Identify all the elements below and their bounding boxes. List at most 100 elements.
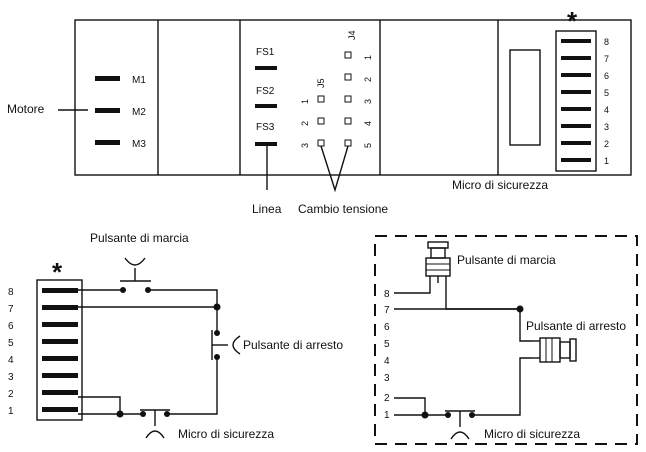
right-safety-micro-label: Micro di sicurezza: [484, 427, 580, 441]
top-terminal-4: 4: [604, 105, 609, 115]
top-terminal-7: 7: [604, 54, 609, 64]
left-wiring-diagram: * 8 7 6 5 4 3 2 1: [8, 231, 343, 441]
j4-pin-3: 3: [363, 99, 373, 104]
control-board: M1 M2 M3 Motore FS1 FS2 FS3 Linea J4 1 2…: [7, 6, 632, 216]
left-terminal-8: 8: [8, 287, 14, 298]
wire: [472, 357, 532, 416]
terminal-bar: [42, 322, 78, 327]
j4-pins: [344, 51, 352, 147]
right-wiring-diagram: 8 7 6 5 4 3 2 1 Pulsante di marcia: [374, 235, 638, 445]
left-start-button-symbol: [120, 257, 151, 293]
terminal-bar: [561, 73, 591, 77]
left-terminal-6: 6: [8, 321, 14, 332]
j4-pin: [344, 117, 352, 125]
left-terminal-3: 3: [8, 372, 14, 383]
left-safety-micro-symbol: [140, 409, 170, 439]
fuse-label-fs3: FS3: [256, 122, 275, 133]
terminal-bar: [561, 124, 591, 128]
left-terminal-bars: [42, 288, 78, 412]
wire: [445, 283, 520, 310]
top-terminal-5: 5: [604, 88, 609, 98]
motor-terminal-m1: M1: [132, 75, 146, 86]
right-terminal-1: 1: [384, 410, 390, 421]
right-safety-micro-symbol: [445, 410, 475, 440]
wire: [78, 306, 218, 333]
top-terminal-8: 8: [604, 37, 609, 47]
wire: [148, 289, 218, 307]
motor-terminal-m3: M3: [132, 139, 146, 150]
right-terminal-7: 7: [384, 305, 390, 316]
j5-pin-1: 1: [300, 99, 310, 104]
wire-junction: [421, 411, 429, 419]
terminal-bar: [42, 407, 78, 412]
j5-pin: [317, 95, 325, 103]
right-stop-button-label: Pulsante di arresto: [526, 319, 626, 333]
fuse-label-fs1: FS1: [256, 47, 275, 58]
terminal-bar: [42, 288, 78, 293]
j4-pin: [344, 139, 352, 147]
right-terminal-2: 2: [384, 393, 390, 404]
board-outline: [74, 19, 632, 176]
fuse-bar: [255, 104, 277, 108]
j5-pins: [317, 95, 325, 147]
left-start-button-label: Pulsante di marcia: [90, 231, 189, 245]
right-terminal-6: 6: [384, 322, 390, 333]
right-terminal-4: 4: [384, 356, 390, 367]
fuse-bar: [255, 142, 277, 146]
right-stop-button-drawing: [532, 337, 577, 363]
voltage-pointer: [320, 145, 349, 193]
terminal-bar: [42, 373, 78, 378]
left-terminal-strip: [36, 279, 83, 421]
j5-label: J5: [316, 78, 326, 88]
right-start-button-label: Pulsante di marcia: [457, 253, 556, 267]
wire-junction: [116, 410, 124, 418]
j5-pin: [317, 139, 325, 147]
terminal-bar: [561, 56, 591, 60]
j4-label: J4: [347, 30, 357, 40]
j4-pin: [344, 51, 352, 59]
terminal-strip: [555, 30, 597, 172]
left-terminal-2: 2: [8, 389, 14, 400]
j4-pin-1: 1: [363, 55, 373, 60]
motor-terminal-bar: [95, 140, 120, 145]
j4-pin-5: 5: [363, 143, 373, 148]
terminal-bar: [42, 305, 78, 310]
terminal-bar: [42, 356, 78, 361]
left-safety-micro-label: Micro di sicurezza: [178, 427, 274, 441]
j5-pin: [317, 117, 325, 125]
j5-pin-3: 3: [300, 143, 310, 148]
motor-terminal-bar: [95, 76, 120, 81]
line-label: Linea: [252, 202, 282, 216]
left-terminal-5: 5: [8, 338, 14, 349]
j5-pin-2: 2: [300, 121, 310, 126]
fuse-label-fs2: FS2: [256, 86, 275, 97]
left-stop-button-symbol: [211, 330, 241, 360]
micro-label: Micro di sicurezza: [452, 178, 548, 192]
top-terminal-1: 1: [604, 156, 609, 166]
wire: [167, 357, 218, 415]
top-star-marker: *: [567, 6, 578, 36]
terminal-bar: [42, 339, 78, 344]
j4-pin: [344, 73, 352, 81]
terminal-bar: [561, 39, 591, 43]
wire: [394, 283, 431, 294]
terminal-bar: [561, 107, 591, 111]
wire-junction: [516, 305, 524, 313]
terminal-bar: [561, 158, 591, 162]
terminal-bar: [561, 90, 591, 94]
dashed-enclosure: [374, 235, 638, 445]
wire: [78, 396, 121, 414]
top-terminal-3: 3: [604, 122, 609, 132]
motor-label: Motore: [7, 102, 45, 116]
micro-window: [509, 49, 541, 146]
voltage-label: Cambio tensione: [298, 202, 388, 216]
terminal-bar: [42, 390, 78, 395]
fuse-bar: [255, 66, 277, 70]
wire-junction: [213, 303, 221, 311]
motor-terminal-m2: M2: [132, 107, 146, 118]
j4-pin-4: 4: [363, 121, 373, 126]
right-terminal-3: 3: [384, 373, 390, 384]
left-terminal-1: 1: [8, 406, 14, 417]
